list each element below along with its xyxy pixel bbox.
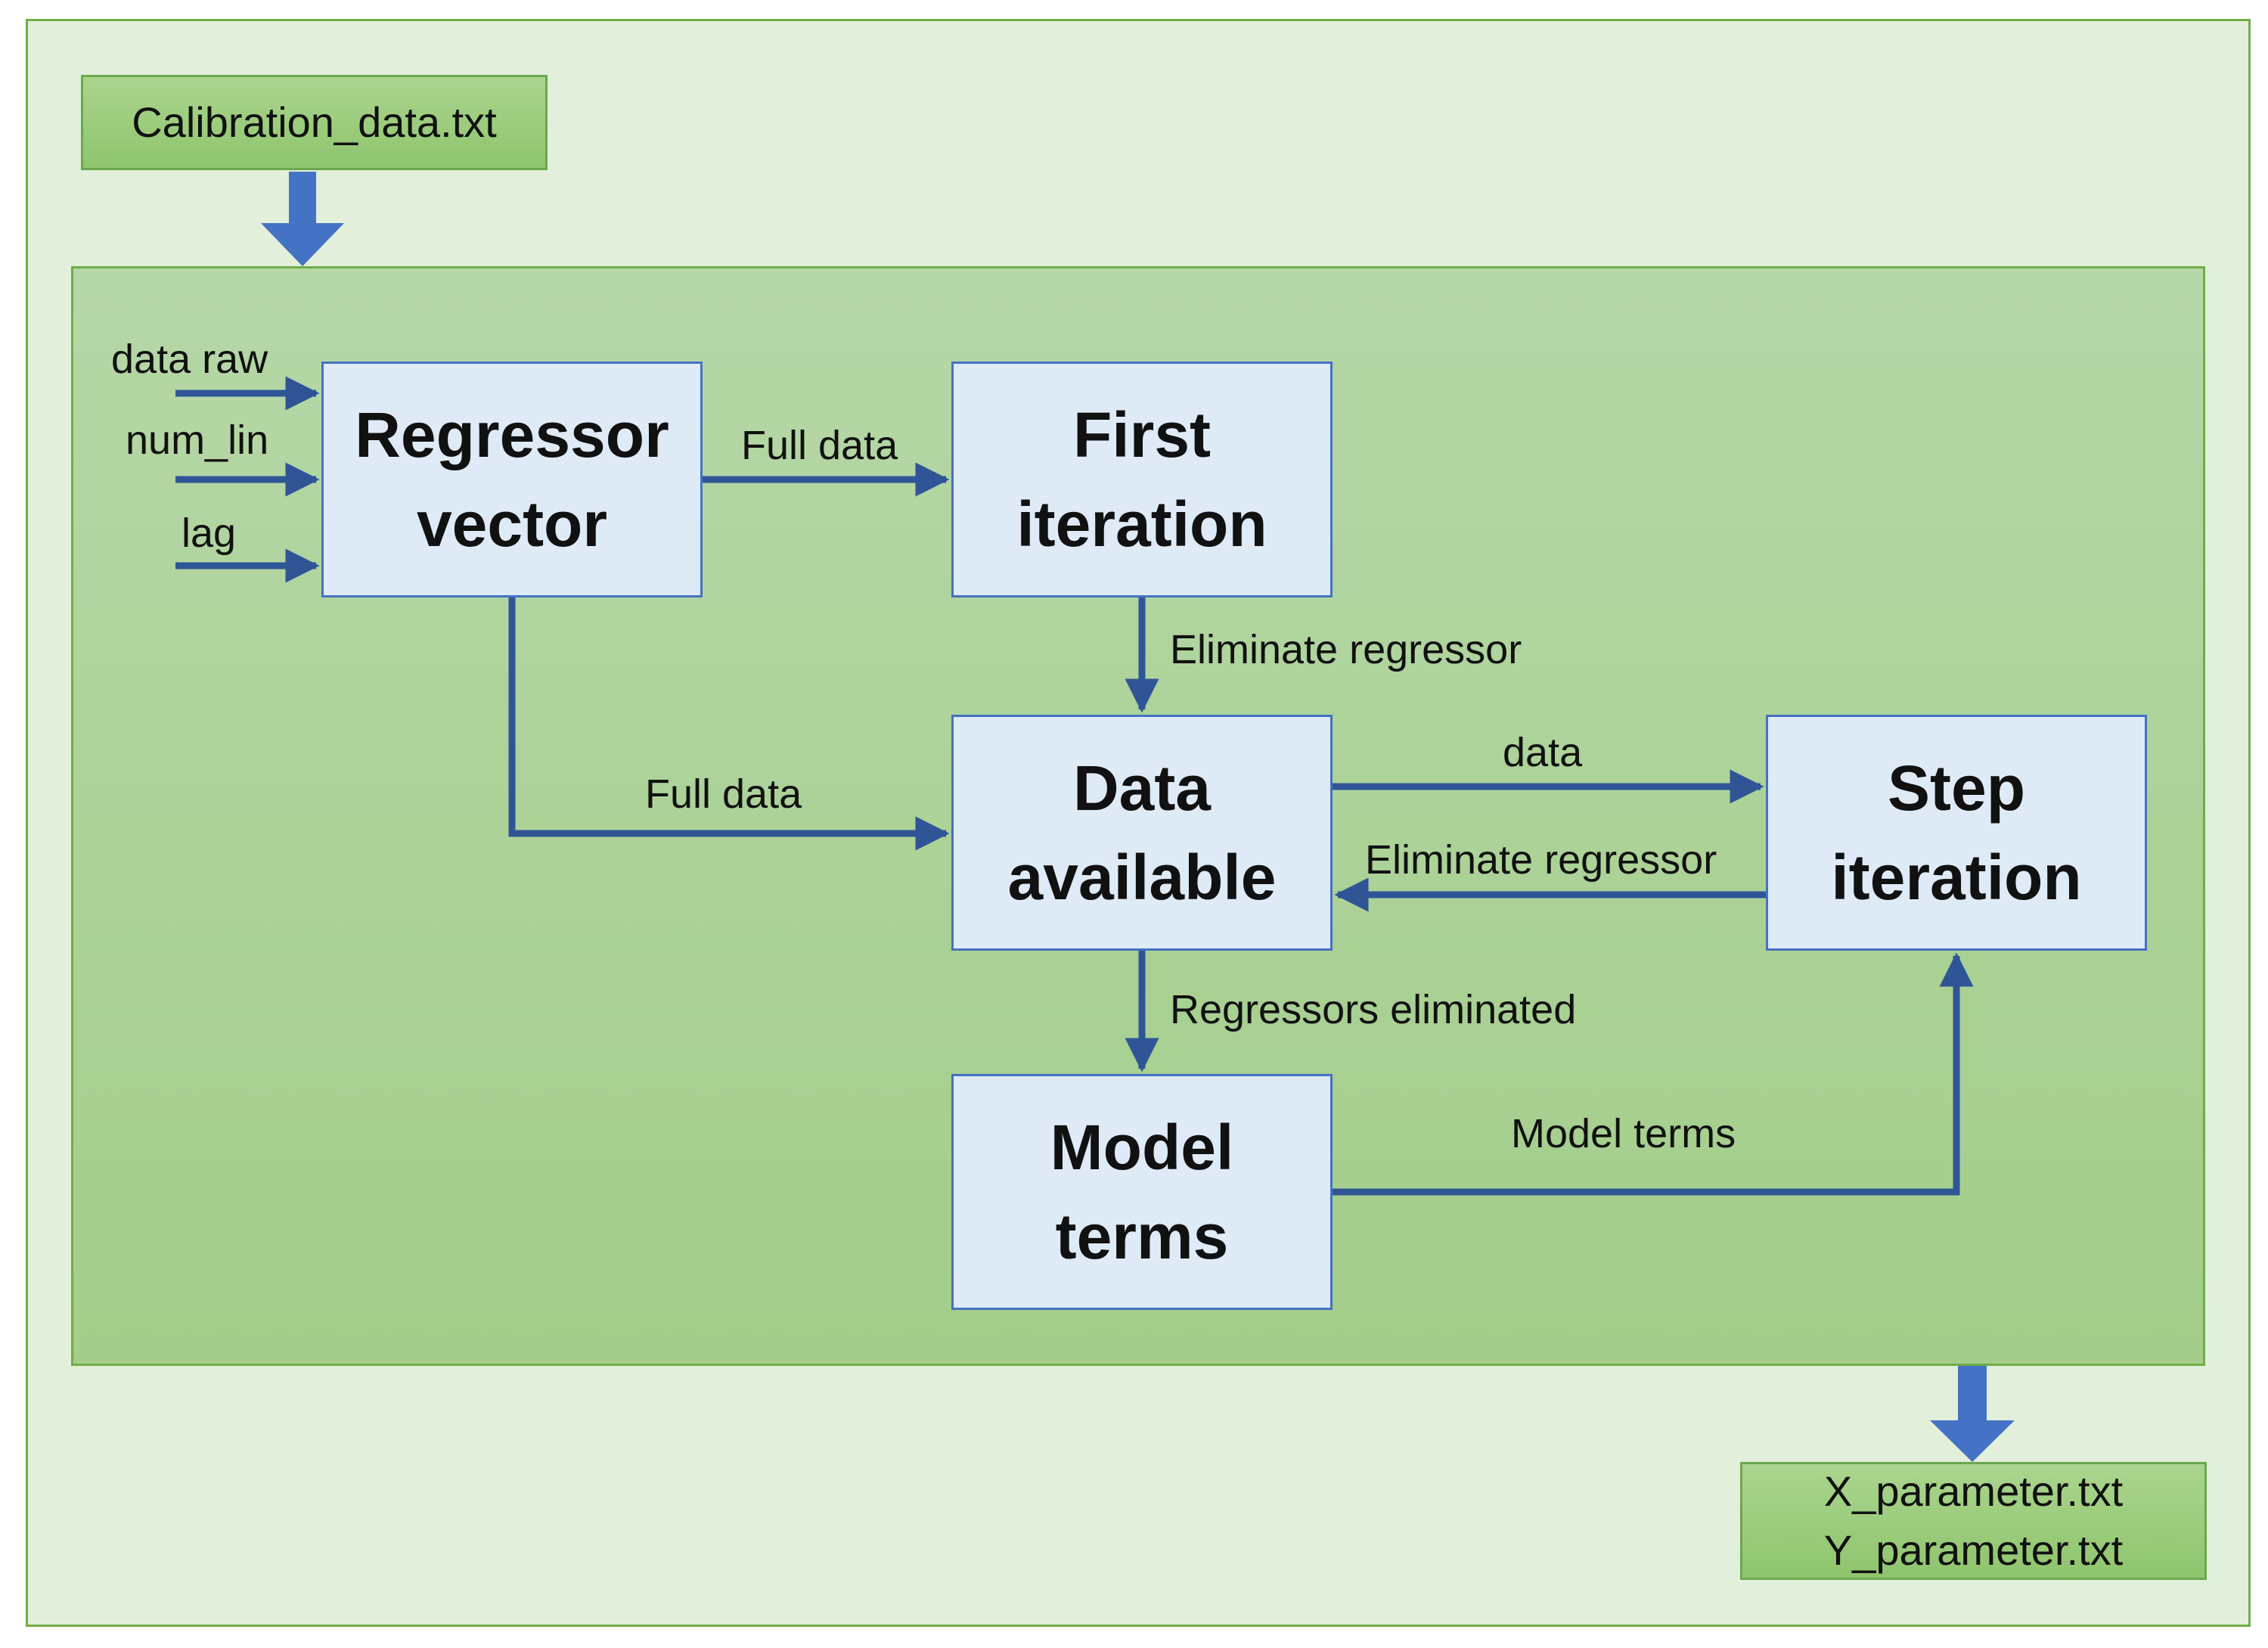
data-available-node: Data available: [951, 715, 1333, 951]
edge-label-full-data-top: Full data: [741, 423, 898, 468]
input-label-lag: lag: [182, 511, 237, 556]
edge-label-eliminate-regressor-back: Eliminate regressor: [1365, 837, 1717, 883]
block-arrow-input: [261, 172, 344, 266]
edge-label-full-data-bottom: Full data: [645, 771, 802, 817]
model-terms-node: Model terms: [951, 1074, 1333, 1310]
step-iteration-line-2: iteration: [1831, 842, 2082, 913]
regressor-vector-line-2: vector: [416, 489, 608, 560]
first-iteration-line-2: iteration: [1016, 489, 1267, 560]
output-files-box: X_parameter.txt Y_parameter.txt: [1740, 1462, 2207, 1580]
edge-label-model-terms: Model terms: [1511, 1111, 1736, 1156]
step-iteration-line-1: Step: [1887, 753, 2026, 824]
data-available-line-2: available: [1007, 842, 1277, 913]
arrow-model-to-step: [1333, 952, 1974, 1196]
block-arrow-output: [1930, 1366, 2015, 1462]
edge-label-data: data: [1503, 730, 1583, 775]
output-file-y: Y_parameter.txt: [1823, 1526, 2124, 1574]
input-label-data-raw: data raw: [111, 337, 268, 382]
regressor-vector-line-1: Regressor: [355, 399, 669, 470]
input-label-num-lin: num_lin: [126, 417, 269, 463]
input-file-box: Calibration_data.txt: [81, 75, 548, 170]
data-available-line-1: Data: [1072, 753, 1212, 824]
model-terms-line-2: terms: [1055, 1201, 1229, 1272]
regressor-vector-node: Regressor vector: [321, 362, 703, 597]
input-file-name: Calibration_data.txt: [132, 98, 497, 146]
first-iteration-node: First iteration: [951, 362, 1333, 597]
edge-label-regressors-eliminated: Regressors eliminated: [1170, 987, 1577, 1032]
first-iteration-line-1: First: [1072, 399, 1212, 470]
output-file-x: X_parameter.txt: [1823, 1467, 2124, 1515]
arrow-regressor-to-data: [508, 597, 950, 851]
edge-label-eliminate-regressor-down: Eliminate regressor: [1170, 627, 1522, 672]
model-terms-line-1: Model: [1050, 1112, 1234, 1183]
step-iteration-node: Step iteration: [1766, 715, 2147, 951]
